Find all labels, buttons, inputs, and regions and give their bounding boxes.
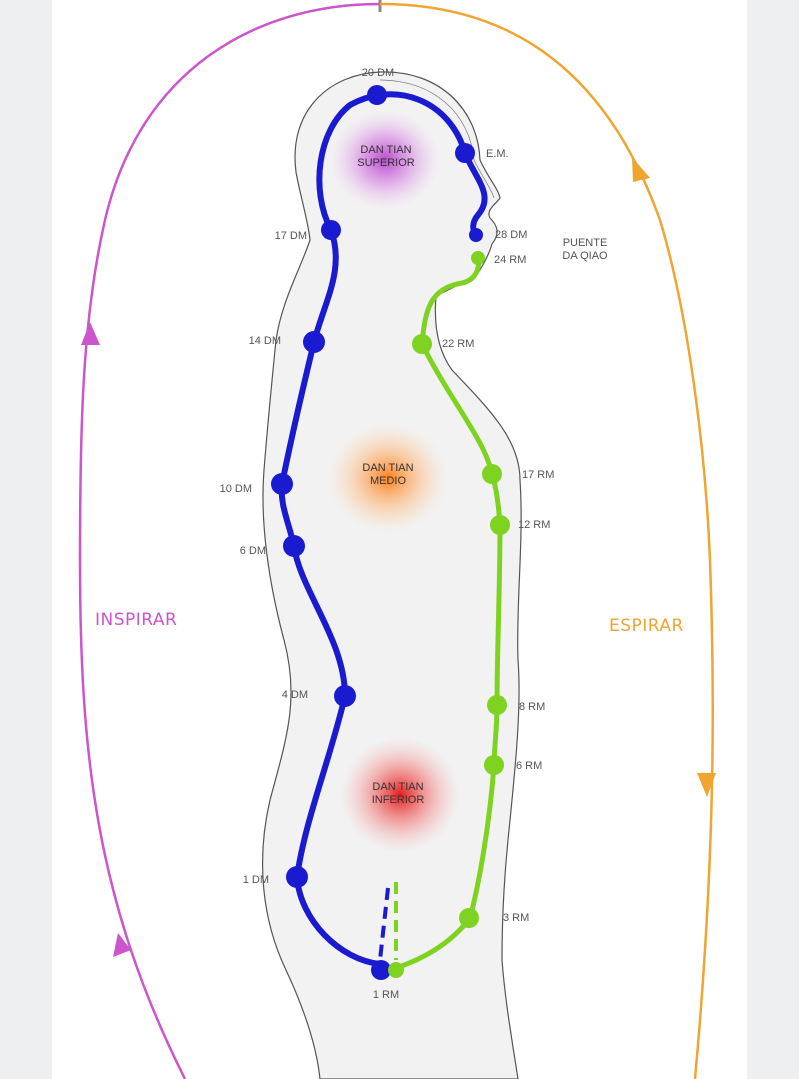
- head-inner-outline: [379, 79, 495, 199]
- label-14-dm: 14 DM: [249, 335, 281, 347]
- point-28-dm: [469, 228, 483, 242]
- ren-mai-channel: [393, 255, 503, 971]
- exhale-arrow-lower: [697, 773, 716, 797]
- point-22-rm: [412, 334, 432, 354]
- label-6-dm: 6 DM: [240, 545, 266, 557]
- point-em: [455, 143, 475, 163]
- point-17-rm: [482, 464, 502, 484]
- label-17-rm: 17 RM: [522, 469, 554, 481]
- label-4-dm: 4 DM: [282, 689, 308, 701]
- lower-dantian-label-1: DAN TIAN: [372, 781, 423, 793]
- label-24-rm: 24 RM: [494, 254, 526, 266]
- point-4-dm: [334, 685, 356, 707]
- point-1-dm: [286, 866, 308, 888]
- exhale-cycle-path: [379, 2, 715, 1079]
- label-3-rm: 3 RM: [503, 912, 529, 924]
- bridge-label-2: DA QIAO: [562, 250, 608, 262]
- exhale-arrow-upper: [632, 157, 650, 182]
- point-6-dm: [283, 535, 305, 557]
- label-6-rm: 6 RM: [516, 760, 542, 772]
- middle-dantian-label-2: MEDIO: [370, 475, 407, 487]
- bridge-label-1: PUENTE: [563, 237, 608, 249]
- label-1-rm: 1 RM: [373, 989, 399, 1001]
- point-20-dm: [367, 85, 387, 105]
- middle-dantian-label-1: DAN TIAN: [362, 462, 413, 474]
- label-12-rm: 12 RM: [518, 519, 550, 531]
- point-1-rm-du: [371, 960, 391, 980]
- point-24-rm: [471, 251, 485, 265]
- point-1-rm: [388, 962, 404, 978]
- lower-dantian-label-2: INFERIOR: [372, 794, 425, 806]
- inhale-cycle-path: [78, 2, 381, 1079]
- point-3-rm: [459, 908, 479, 928]
- point-14-dm: [303, 331, 325, 353]
- middle-dantian-glow: [328, 423, 448, 533]
- point-12-rm: [490, 515, 510, 535]
- point-6-rm: [484, 755, 504, 775]
- label-1-dm: 1 DM: [243, 874, 269, 886]
- inhale-arrow-upper: [81, 322, 100, 345]
- label-em: E.M.: [486, 148, 509, 160]
- upper-dantian-glow: [330, 110, 440, 210]
- body-silhouette: [261, 71, 522, 1079]
- label-20-dm: 20 DM: [362, 67, 394, 79]
- label-10-dm: 10 DM: [220, 483, 252, 495]
- point-8-rm: [487, 695, 507, 715]
- lower-dantian-glow: [340, 737, 460, 853]
- du-mai-dashed-link: [378, 887, 390, 961]
- inhale-arrow-lower: [113, 933, 131, 957]
- label-8-rm: 8 RM: [519, 701, 545, 713]
- point-17-dm: [321, 220, 341, 240]
- exhale-label: ESPIRAR: [609, 616, 684, 636]
- inhale-label: INSPIRAR: [95, 610, 177, 630]
- label-28-dm: 28 DM: [495, 229, 527, 241]
- label-17-dm: 17 DM: [275, 230, 307, 242]
- upper-dantian-label-2: SUPERIOR: [357, 157, 415, 169]
- label-22-rm: 22 RM: [442, 338, 474, 350]
- upper-dantian-label-1: DAN TIAN: [360, 144, 411, 156]
- point-10-dm: [271, 473, 293, 495]
